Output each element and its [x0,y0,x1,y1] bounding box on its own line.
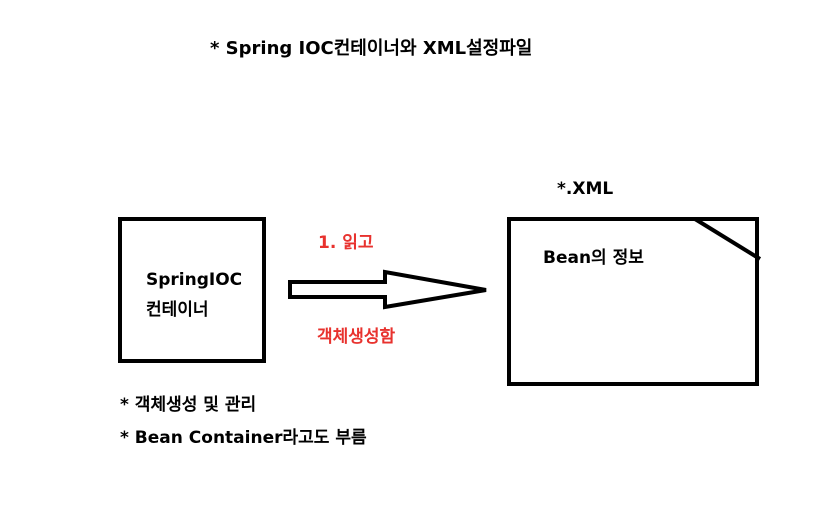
arrow-label-read: 1. 읽고 [318,233,374,253]
note-bean-container: * Bean Container라고도 부름 [120,428,367,448]
arrow-label-create: 객체생성함 [317,327,396,347]
note-object-management: * 객체생성 및 관리 [120,395,257,415]
container-box-line1: SpringIOC [146,270,243,290]
xml-file-folded-corner [693,217,762,261]
xml-file-label: *.XML [557,179,614,199]
xml-file-box [507,217,759,386]
container-box-line2: 컨테이너 [146,300,209,320]
read-arrow [288,269,487,310]
xml-box-content: Bean의 정보 [543,248,644,268]
spring-ioc-container-box [118,217,266,363]
page-title: * Spring IOC컨테이너와 XML설정파일 [210,38,533,59]
